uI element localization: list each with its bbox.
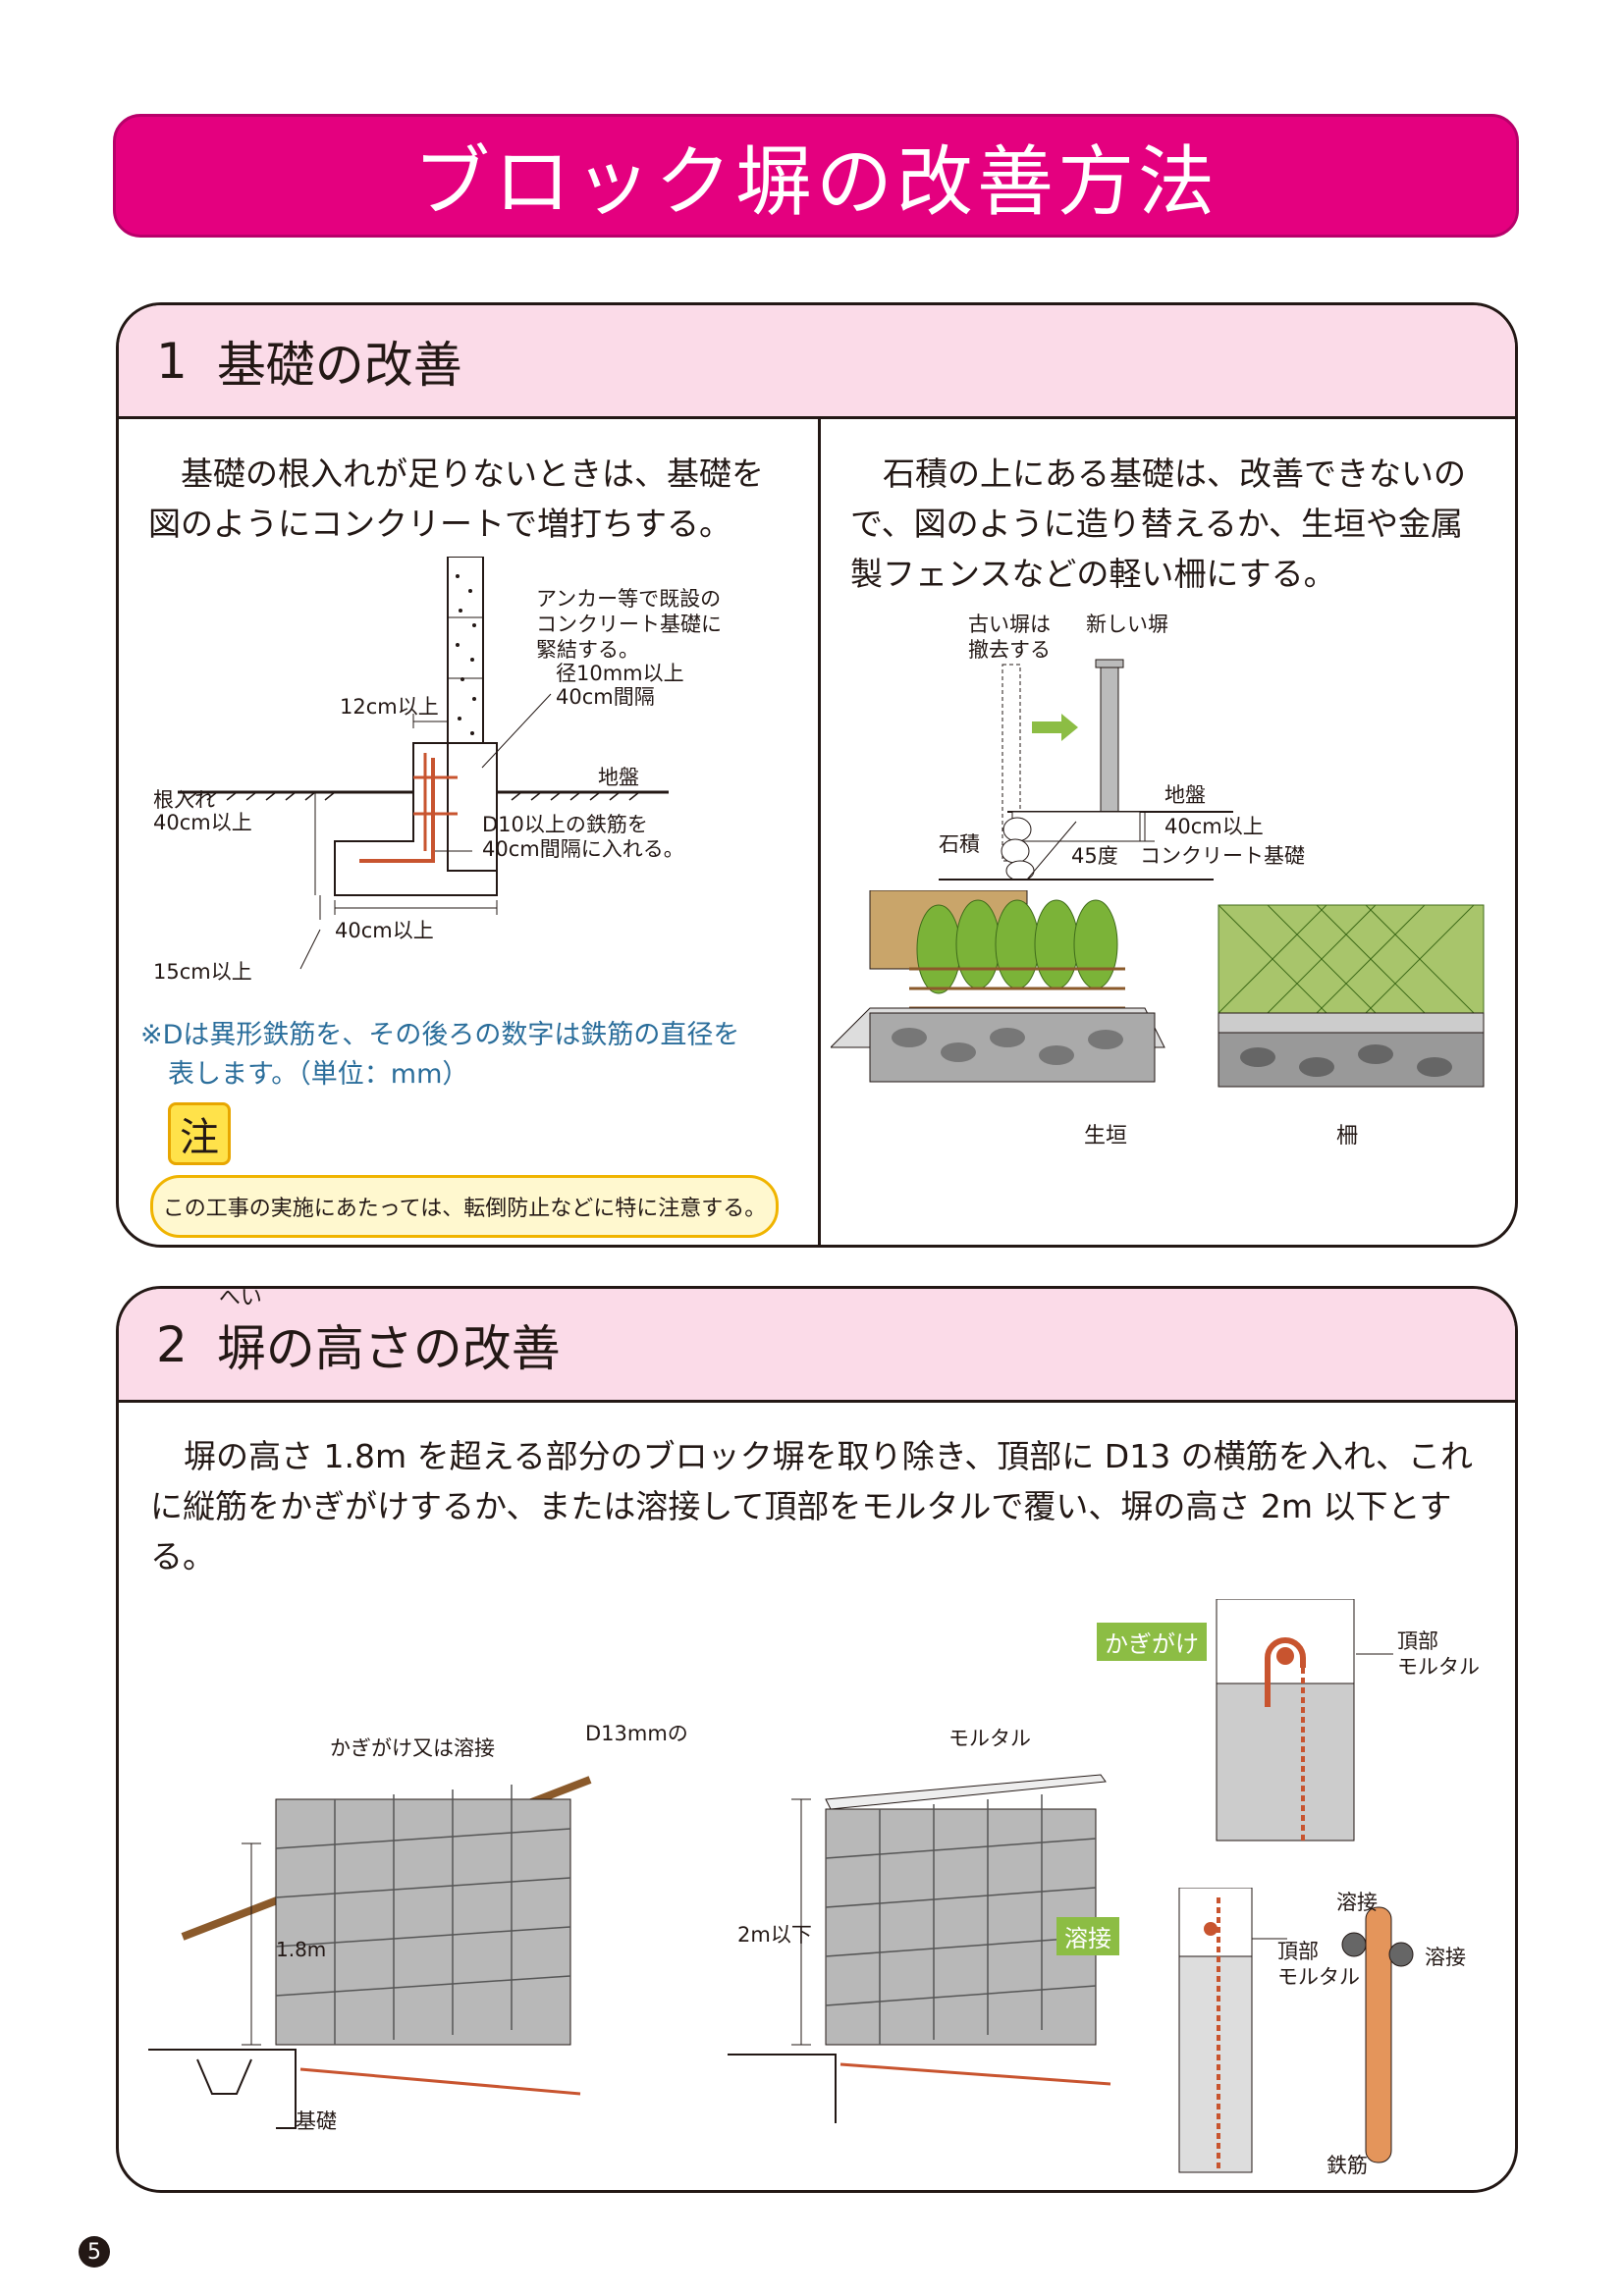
right-paragraph: 石積の上にある基礎は、改善できないので、図のように造り替えるか、生垣や金属製フェ… [850,454,1466,593]
nejire-label-1: 根入れ [153,788,215,812]
page-number: 5 [79,2236,110,2268]
section-heading: 基礎の改善 [216,336,462,394]
anchor-note-1: アンカー等で既設の [536,587,721,611]
tag-weld: 溶接 [1056,1917,1119,1955]
rebar-detail-label: 鉄筋 [1326,2154,1368,2177]
hook-detail: 頂部 モルタル [1216,1599,1480,1842]
mortar-wall-figure: モルタル 2m以下 [728,1727,1111,2123]
anchor-note-3: 緊結する。 [536,638,639,662]
base-label: 基礎 [296,2109,337,2133]
dim-12cm: 12cm以上 [340,695,439,719]
hedge-illustration [831,890,1165,1083]
section-header: 2 へい 塀の高さの改善 [119,1289,1515,1403]
left-column: 基礎の根入れが足りないときは、基礎を図のようにコンクリートで増打ちする。 [119,419,821,1245]
section-heading-wrap: へい 塀の高さの改善 [216,1289,561,1380]
para-line-1: 塀の高さ 1.8m を超える部分のブロック塀を取り除き、頂部に D13 の横筋を… [184,1437,1474,1475]
height-paragraph: 塀の高さ 1.8m を超える部分のブロック塀を取り除き、頂部に D13 の横筋を… [150,1431,1505,1581]
depth-label: 40cm以上 [1164,815,1264,838]
rebar-note-2: 40cm間隔に入れる。 [482,837,684,861]
dim-15cm: 15cm以上 [153,960,252,984]
weld-top-label: 溶接 [1336,1891,1378,1914]
hook-wall-figure: かぎがけ又は溶接 D13mmの鉄筋 1.8m 基礎 [148,1722,688,2133]
hook-detail-label-1: 頂部 [1397,1629,1438,1653]
rebuild-diagram: 古い塀は 撤去する 新しい塀 地盤 40cm以上 石積 45度 コンクリート基礎 [939,613,1305,881]
section-number: 1 [156,332,188,390]
ground-label-right: 地盤 [1164,783,1206,807]
note-rebar-explanation: ※Dは異形鉄筋を、その後ろの数字は鉄筋の直径を 表します。（単位：mm） [140,1016,739,1095]
new-wall-label: 新しい塀 [1086,613,1168,636]
note-blue-line-2: 表します。（単位：mm） [168,1059,469,1090]
anchor-spec-1: 径10mm以上 [556,662,684,685]
section-heading: 塀の高さの改善 [216,1319,561,1377]
rebar-label: D13mmの鉄筋 [585,1722,688,1745]
ground-label: 地盤 [598,766,639,789]
title-banner: ブロック塀の改善方法 [113,114,1519,238]
weld-detail: 頂部 モルタル 溶接 溶接 鉄筋 [1178,1888,1466,2177]
para-line-2: に縦筋をかぎがけするか、または溶接して頂部をモルタルで覆い、塀の高さ 2m 以下… [150,1487,1452,1575]
section-foundation: 1 基礎の改善 基礎の根入れが足りないときは、基礎を図のようにコンクリートで増打… [116,302,1518,1248]
caution-tag: 注 [168,1102,231,1165]
page-title: ブロック塀の改善方法 [412,138,1218,227]
anchor-note-2: コンクリート基礎に [536,613,722,636]
left-paragraph: 基礎の根入れが足りないときは、基礎を図のようにコンクリートで増打ちする。 [148,454,764,543]
caption-hedge: 生垣 [1084,1124,1128,1148]
old-wall-label-1: 古い塀は [968,613,1051,636]
caption-fence: 柵 [1336,1124,1359,1148]
rebar-note-1: D10以上の鉄筋を [482,813,648,836]
tag-hook: かぎがけ [1097,1623,1207,1661]
foundation-diagram: アンカー等で既設の コンクリート基礎に 緊結する。 径10mm以上 40cm間隔… [153,557,722,984]
anchor-spec-2: 40cm間隔 [556,685,655,709]
height-2m: 2m以下 [737,1923,812,1947]
old-wall-label-2: 撤去する [968,638,1051,662]
height-18: 1.8m [276,1938,326,1961]
weld-right-label: 溶接 [1425,1946,1466,1969]
section-header: 1 基礎の改善 [119,305,1515,419]
nejire-label-2: 40cm以上 [153,811,252,834]
right-column: 石積の上にある基礎は、改善できないので、図のように造り替えるか、生垣や金属製フェ… [821,419,1515,1245]
hook-detail-label-2: モルタル [1397,1655,1480,1679]
fence-illustration [1218,904,1485,1088]
angle-label: 45度 [1071,844,1118,868]
section-height: 2 へい 塀の高さの改善 塀の高さ 1.8m を超える部分のブロック塀を取り除き… [116,1286,1518,2193]
dim-40cm: 40cm以上 [335,919,434,942]
mortar-label: モルタル [948,1727,1031,1750]
weld-detail-label-1: 頂部 [1277,1940,1319,1963]
base-label: コンクリート基礎 [1140,844,1305,868]
ruby-hei: へい [218,1286,262,1310]
weld-detail-label-2: モルタル [1277,1965,1360,1989]
stone-label: 石積 [939,832,980,856]
hook-label: かぎがけ又は溶接 [330,1736,495,1760]
section-number: 2 [156,1315,188,1373]
caution-note: この工事の実施にあたっては、転倒防止などに特に注意する。 [150,1175,779,1238]
note-blue-line-1: ※Dは異形鉄筋を、その後ろの数字は鉄筋の直径を [140,1020,740,1050]
